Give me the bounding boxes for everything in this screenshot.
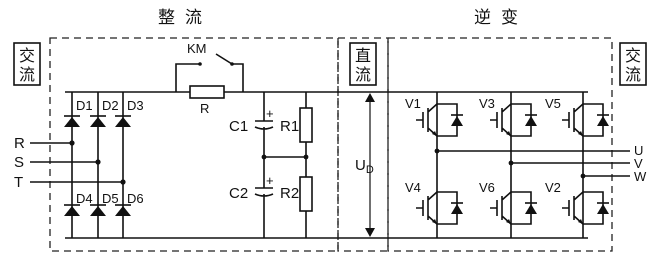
- igbt-v3: [490, 103, 537, 137]
- diode-label-d6: D6: [127, 191, 144, 206]
- resistor-label: R: [200, 101, 209, 116]
- igbt-v5: [562, 103, 609, 137]
- resistor-r1: [299, 107, 313, 143]
- inverter-section-box: [387, 37, 613, 252]
- input-label-r: R: [14, 135, 25, 152]
- svg-text:交: 交: [19, 46, 35, 65]
- dc-link-capacitors: + + C1 C2: [229, 92, 274, 238]
- precharge-resistor: [189, 85, 225, 99]
- igbt-v6: [490, 191, 537, 225]
- capacitor-label-c1: C1: [229, 118, 248, 135]
- svg-text:流: 流: [355, 65, 371, 84]
- precharge-circuit: KM R: [175, 41, 244, 116]
- diode-label-d2: D2: [102, 98, 119, 113]
- ac-input-label: 交 流: [13, 42, 41, 86]
- igbt-v4: [416, 191, 463, 225]
- diode-d4: [64, 204, 80, 216]
- dc-link-section-box: [337, 37, 389, 252]
- svg-text:直: 直: [355, 46, 371, 65]
- igbt-v2: [562, 191, 609, 225]
- dc-voltage-label: UD: [355, 157, 374, 176]
- output-label-u: U: [634, 143, 643, 158]
- resistor-label-r1: R1: [280, 118, 299, 135]
- dc-link-label: 直 流: [349, 42, 377, 86]
- switch-label-v6: V6: [479, 180, 495, 195]
- diode-d5: [90, 204, 106, 216]
- resistor-r2: [299, 176, 313, 212]
- c1-polarity: +: [266, 106, 274, 121]
- switch-label-v3: V3: [479, 96, 495, 111]
- diode-label-d5: D5: [102, 191, 119, 206]
- c2-polarity: +: [266, 173, 274, 188]
- rectifier-section-box: [49, 37, 339, 252]
- diode-d6: [115, 204, 131, 216]
- switch-label-v2: V2: [545, 180, 561, 195]
- switch-label: KM: [187, 41, 207, 56]
- inverter-bridge: [434, 92, 630, 238]
- rectifier-title: 整流: [158, 8, 212, 28]
- resistor-label-r2: R2: [280, 185, 299, 202]
- svg-text:流: 流: [19, 65, 35, 84]
- dc-link-resistors: R1 R2: [261, 92, 313, 238]
- diode-d1: [64, 115, 80, 127]
- igbt-v1: [416, 103, 463, 137]
- diode-d3: [115, 115, 131, 127]
- diode-d2: [90, 115, 106, 127]
- diode-label-d4: D4: [76, 191, 93, 206]
- switch-label-v5: V5: [545, 96, 561, 111]
- dc-voltage-indicator: UD: [355, 93, 375, 237]
- input-label-t: T: [14, 174, 23, 191]
- capacitor-label-c2: C2: [229, 185, 248, 202]
- ac-inputs: R S T: [14, 135, 126, 191]
- diode-label-d3: D3: [127, 98, 144, 113]
- diode-label-d1: D1: [76, 98, 93, 113]
- bypass-switch: [175, 53, 244, 92]
- svg-text:流: 流: [625, 65, 641, 84]
- output-label-v: V: [634, 156, 643, 171]
- output-label-w: W: [634, 169, 647, 184]
- inverter-title: 逆变: [474, 8, 528, 28]
- switch-label-v1: V1: [405, 96, 421, 111]
- ac-output-label: 交 流: [619, 42, 647, 86]
- input-label-s: S: [14, 154, 24, 171]
- switch-label-v4: V4: [405, 180, 421, 195]
- rectifier-bridge: D1 D2 D3 D4 D5 D6: [64, 92, 144, 238]
- svg-text:交: 交: [625, 46, 641, 65]
